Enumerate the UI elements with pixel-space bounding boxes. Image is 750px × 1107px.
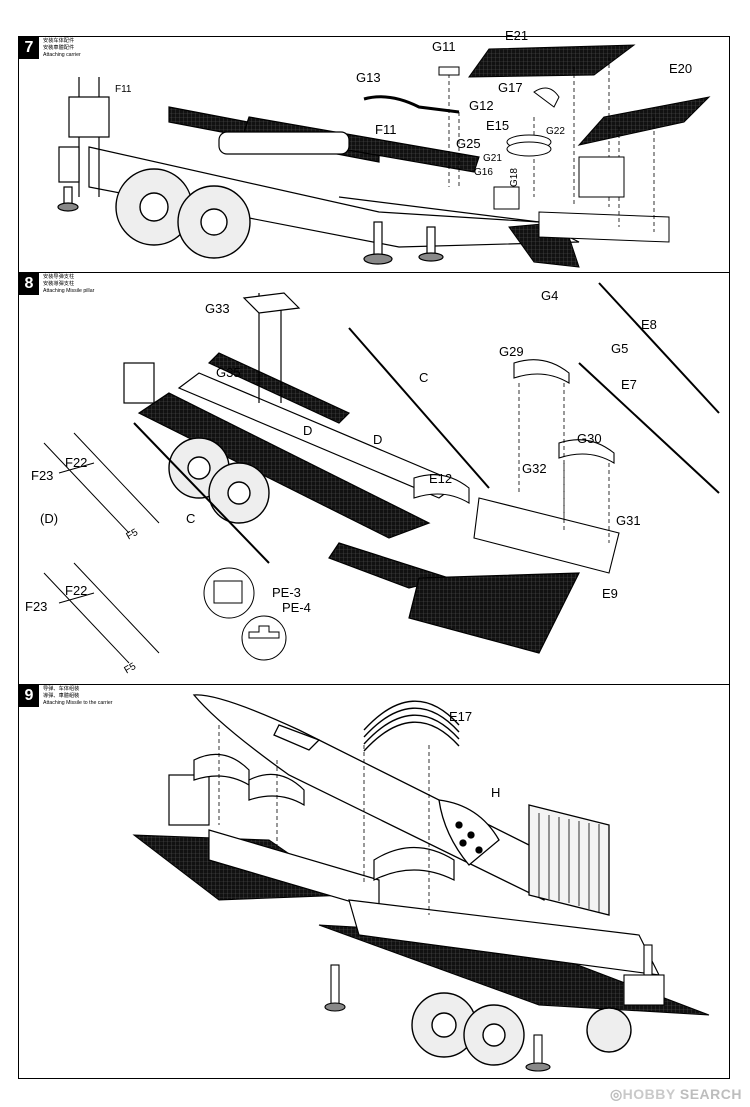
watermark-brand: HOBBY [622, 1086, 676, 1102]
part-label-g30: G30 [577, 431, 602, 446]
part-label-c-upper: C [419, 370, 429, 385]
part-label-g16: G16 [474, 167, 493, 178]
part-label-f11-center: F11 [375, 122, 397, 137]
part-label-e7: E7 [621, 377, 637, 392]
watermark-logo-icon: ◎ [609, 1086, 623, 1102]
step-9-missile-h [192, 694, 610, 916]
part-label-g31: G31 [616, 513, 641, 528]
part-label-g29: G29 [499, 344, 524, 359]
part-label-g25: G25 [456, 136, 481, 151]
part-label-pe4: PE-4 [282, 600, 311, 615]
step-7-carrier-drawing [57, 44, 711, 268]
step-8-pillar-drawing [43, 282, 720, 664]
part-label-e8: E8 [641, 317, 657, 332]
part-label-e9: E9 [602, 586, 618, 601]
step-7-small-parts [363, 66, 625, 210]
part-label-g12: G12 [469, 98, 494, 113]
step-9-carrier-body [168, 753, 661, 976]
part-label-g32: G32 [522, 461, 547, 476]
part-label-g4: G4 [541, 288, 559, 303]
part-label-e15: E15 [486, 118, 510, 133]
step-9-caption-zh-simplified: 导弹、车体组装 [43, 686, 80, 692]
step-9-guide-lines [218, 725, 430, 915]
step-7-number: 7 [19, 37, 39, 59]
step-7-panel: 7 安装车体配件 安裝車體配件 Attaching carrier [18, 29, 730, 273]
step-7-caption-zh-traditional: 安裝車體配件 [43, 45, 75, 51]
step-7-plate-e21 [468, 44, 636, 78]
step-9-caption-zh-traditional: 導彈、車體組裝 [43, 693, 80, 699]
part-label-f22-bottom: F22 [65, 583, 88, 598]
step-7-jacks [57, 186, 444, 265]
step-9-number: 9 [19, 685, 39, 707]
step-7-wheels [115, 168, 251, 259]
step-8-wheels [168, 437, 270, 524]
step-9-wheels [411, 992, 632, 1066]
step-9-missile-drawing [132, 694, 710, 1072]
part-label-g22: G22 [546, 126, 565, 137]
step-8-caption-en: Attaching Missile pillar [43, 288, 95, 294]
step-8-launch-bed [123, 292, 580, 654]
part-label-g21: G21 [483, 153, 502, 164]
part-label-c-lower: C [186, 511, 196, 526]
part-label-e20: E20 [669, 61, 693, 76]
part-label-d-left: D [303, 423, 313, 438]
step-8-caption-zh-simplified: 安装导弹支柱 [43, 274, 75, 280]
part-label-e17: E17 [449, 709, 473, 724]
step-7-rear-platform [538, 211, 670, 243]
part-label-g11: G11 [432, 39, 456, 54]
part-label-g17: G17 [498, 80, 523, 95]
watermark-suffix: SEARCH [675, 1086, 742, 1102]
part-label-g5: G5 [611, 341, 629, 356]
part-label-d-paren: (D) [40, 511, 59, 526]
step-8-number: 8 [19, 273, 39, 295]
step-8-panel: 8 安装导弹支柱 安裝導彈支柱 Attaching Missile pillar [18, 272, 730, 685]
step-8-guide-lines [518, 383, 610, 543]
part-label-g35: G35 [216, 365, 241, 380]
step-7-plate-e20 [577, 96, 711, 146]
step-7-caption-en: Attaching carrier [43, 52, 81, 58]
step-8-caption-zh-traditional: 安裝導彈支柱 [43, 281, 75, 287]
step-9-jacks [324, 944, 665, 1072]
part-label-pe3: PE-3 [272, 585, 301, 600]
part-label-d-right: D [373, 432, 383, 447]
part-label-e21: E21 [505, 28, 529, 43]
part-label-h: H [491, 785, 501, 800]
part-label-f11-left: F11 [115, 84, 132, 95]
step-8-pillar-supports [413, 359, 620, 574]
step-9-rings-e17 [363, 700, 460, 752]
part-label-f23-bottom: F23 [25, 599, 48, 614]
part-label-g33: G33 [205, 301, 230, 316]
part-label-g13: G13 [356, 70, 381, 85]
part-label-f22-top: F22 [65, 455, 88, 470]
step-7-trailer-chassis [58, 77, 580, 248]
step-9-panel: 9 导弹、车体组装 導彈、車體組裝 Attaching Missile to t… [18, 684, 730, 1079]
step-8-frames [43, 432, 160, 664]
step-9-caption-en: Attaching Missile to the carrier [43, 700, 113, 706]
part-label-g18: G18 [509, 168, 520, 187]
hobby-search-watermark: ◎HOBBY SEARCH [610, 1086, 742, 1103]
step-8-pe-details [203, 567, 287, 661]
part-label-e12: E12 [429, 471, 453, 486]
step-7-caption-zh-simplified: 安装车体配件 [43, 38, 75, 44]
part-label-f23-top: F23 [31, 468, 54, 483]
step-8-arms-c [133, 282, 720, 564]
